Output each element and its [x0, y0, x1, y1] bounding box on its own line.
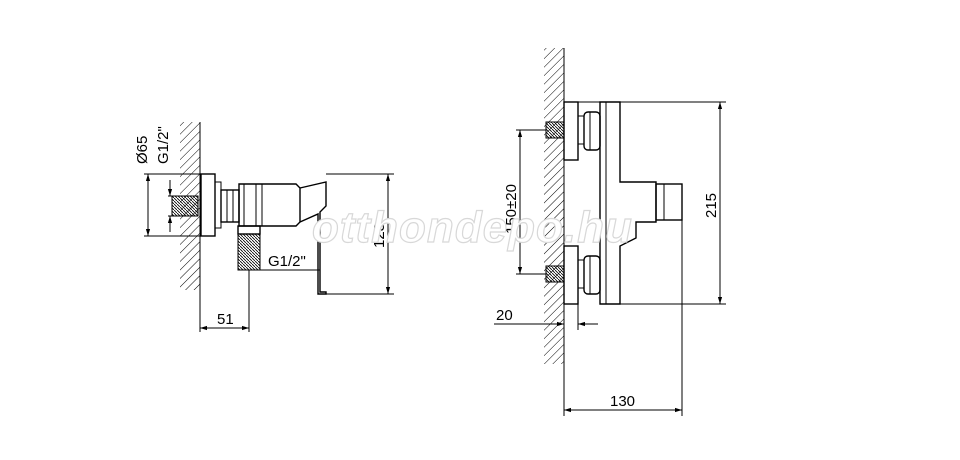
left-side-view: Ø65 G1/2" 123 G1/2" 51 [134, 122, 394, 332]
right-bottom-flange [563, 245, 579, 305]
left-flange-inner [214, 181, 222, 229]
left-outlet [237, 225, 261, 235]
dim-diameter-label: Ø65 [134, 136, 151, 164]
dim-height-left-label: 123 [371, 223, 388, 248]
left-flange [200, 173, 216, 237]
left-connector [220, 189, 240, 223]
dim-depth-label: 130 [610, 393, 635, 410]
left-mixer-body [238, 183, 301, 227]
dim-width-left-label: 51 [217, 311, 234, 328]
left-outlet-thread [237, 233, 261, 271]
right-bottom-thread [545, 265, 565, 283]
right-top-thread [545, 121, 565, 139]
dim-height-right-label: 215 [703, 193, 720, 218]
watermark: otthondepo.hu [312, 203, 633, 252]
right-top-flange [563, 101, 579, 161]
left-wall-thread [171, 195, 199, 217]
dim-thread-outlet-label: G1/2" [268, 253, 306, 270]
right-mixer-body [599, 101, 657, 305]
right-outlet [655, 183, 683, 221]
left-lever-handle [299, 181, 327, 295]
right-bottom-nut [583, 255, 601, 295]
right-front-view: 150±20 215 20 130 [494, 48, 726, 416]
dim-spacing-label: 150±20 [503, 184, 520, 234]
dim-wall-label: 20 [496, 307, 513, 324]
dim-thread-top-label: G1/2" [155, 126, 172, 164]
right-top-nut [583, 111, 601, 151]
